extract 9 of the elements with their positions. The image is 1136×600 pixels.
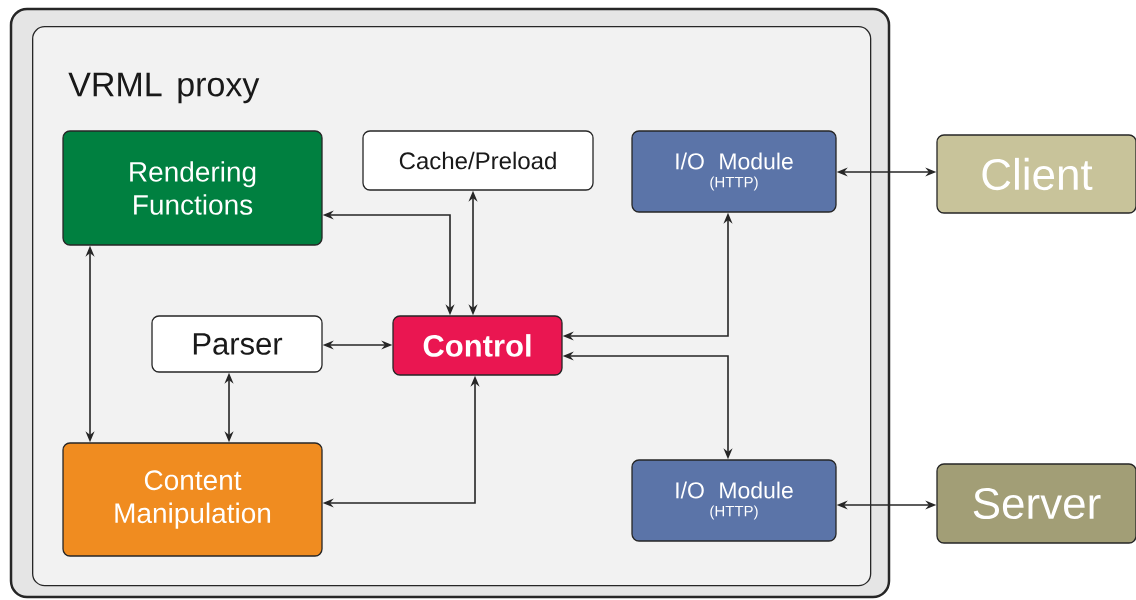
- process-box: Content Manipulation: [62, 442, 323, 557]
- control-box: Control: [392, 315, 563, 376]
- endpoint-box: Server: [936, 463, 1136, 544]
- process-box: Rendering Functions: [62, 130, 323, 246]
- process-box: Parser: [151, 315, 323, 373]
- module-box: I/O Module (HTTP): [631, 130, 837, 213]
- endpoint-box: Client: [936, 134, 1136, 214]
- module-box: I/O Module (HTTP): [631, 459, 837, 542]
- process-box: Cache/Preload: [362, 130, 594, 191]
